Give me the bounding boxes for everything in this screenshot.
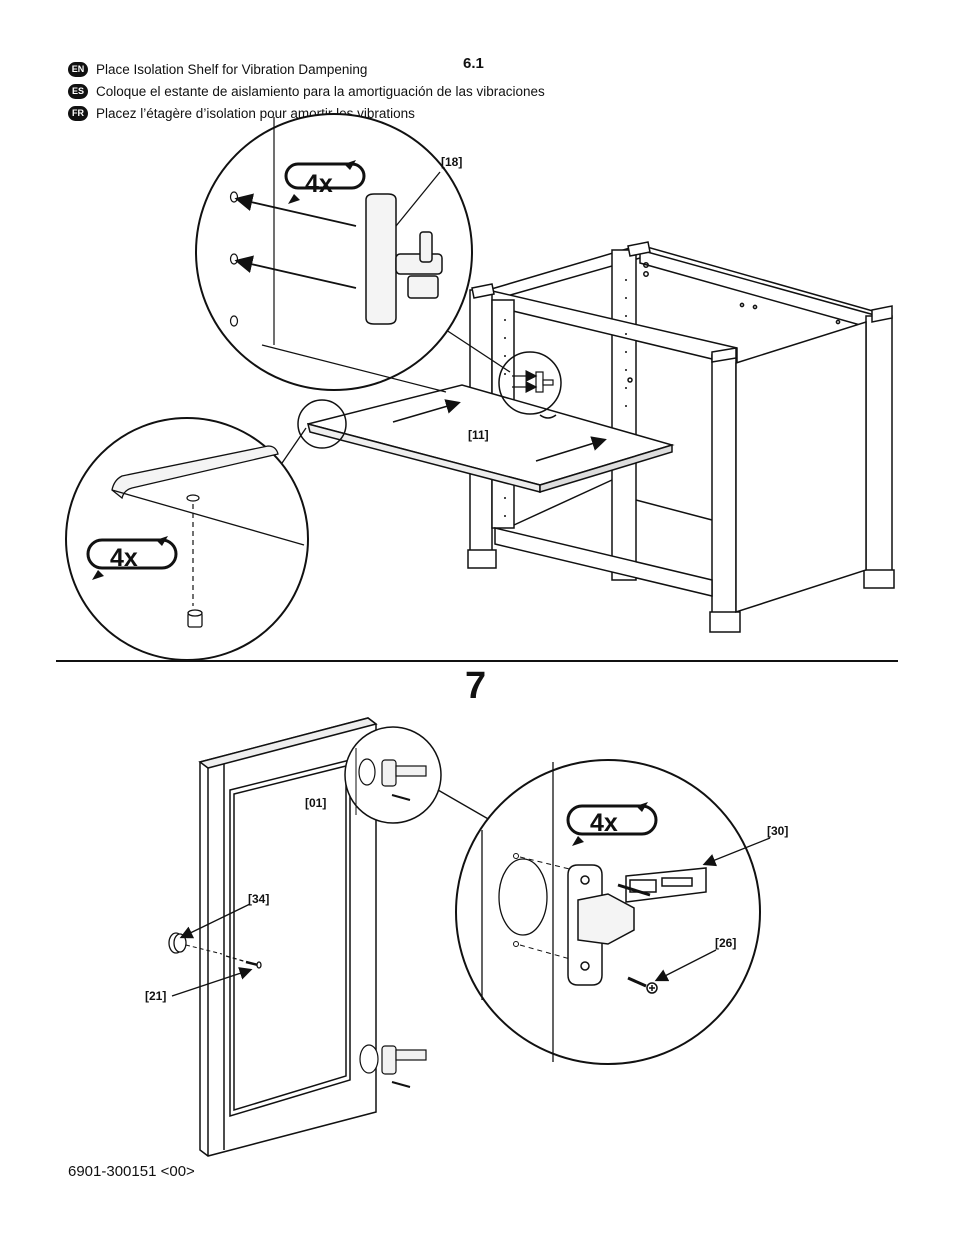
isolation-shelf (306, 384, 675, 494)
bumper-pad (187, 609, 203, 628)
hinge-screws-26 (617, 883, 658, 994)
detail-circle-bracket (195, 113, 473, 393)
step-number-6-1: 6.1 (463, 55, 484, 72)
callout-hinge-screw: [26] (715, 936, 736, 950)
callout-knob: [34] (248, 892, 269, 906)
leader-part-21 (171, 967, 253, 997)
shelf-arrow-left (392, 399, 461, 423)
small-bracket-detail (512, 370, 554, 393)
quantity-icon-bumper: 4x (86, 536, 178, 580)
lang-badge-es: ES (68, 84, 88, 99)
knob-part-34 (168, 932, 187, 954)
document-code: 6901-300151 <00> (68, 1163, 195, 1180)
section-divider (56, 660, 898, 662)
door-hinge-bottom (359, 1044, 427, 1088)
qty-bumper-text: 4x (110, 544, 138, 572)
callout-door: [01] (305, 796, 326, 810)
screw-part-21 (225, 955, 262, 969)
door-hinge-top (344, 726, 442, 824)
quantity-icon-bracket: 4x (284, 160, 366, 204)
instruction-text-es: Coloque el estante de aislamiento para l… (96, 84, 545, 99)
lang-badge-fr: FR (68, 106, 88, 121)
leader-part-26 (654, 949, 717, 982)
leader-part-18 (395, 171, 441, 227)
cabinet-frame (467, 241, 895, 633)
lang-badge-en: EN (68, 62, 88, 77)
detail-circle-small-bracket (498, 351, 562, 415)
callout-hinge: [30] (767, 824, 788, 838)
instruction-text-en: Place Isolation Shelf for Vibration Damp… (96, 62, 368, 77)
leader-part-34 (179, 903, 251, 939)
callout-shelf: [11] (468, 428, 489, 442)
callout-screw-knob: [21] (145, 989, 166, 1003)
instruction-es: ES Coloque el estante de aislamiento par… (68, 84, 545, 99)
hinge-part-30 (567, 864, 707, 986)
leader-hinge-magnified (437, 789, 491, 821)
cabinet-door (198, 717, 378, 1157)
instruction-en: EN Place Isolation Shelf for Vibration D… (68, 62, 367, 77)
knob-axis (185, 944, 223, 955)
shelf-arrow-right (535, 436, 607, 462)
bracket-part-18 (365, 193, 443, 325)
qty-bracket-text: 4x (305, 170, 333, 198)
detail-circle-bumper (65, 399, 347, 661)
quantity-icon-hinge: 4x (566, 802, 658, 846)
qty-hinge-text: 4x (590, 809, 618, 837)
callout-bracket: [18] (441, 155, 462, 169)
step-number-7: 7 (465, 665, 487, 707)
leader-part-30 (702, 837, 771, 867)
